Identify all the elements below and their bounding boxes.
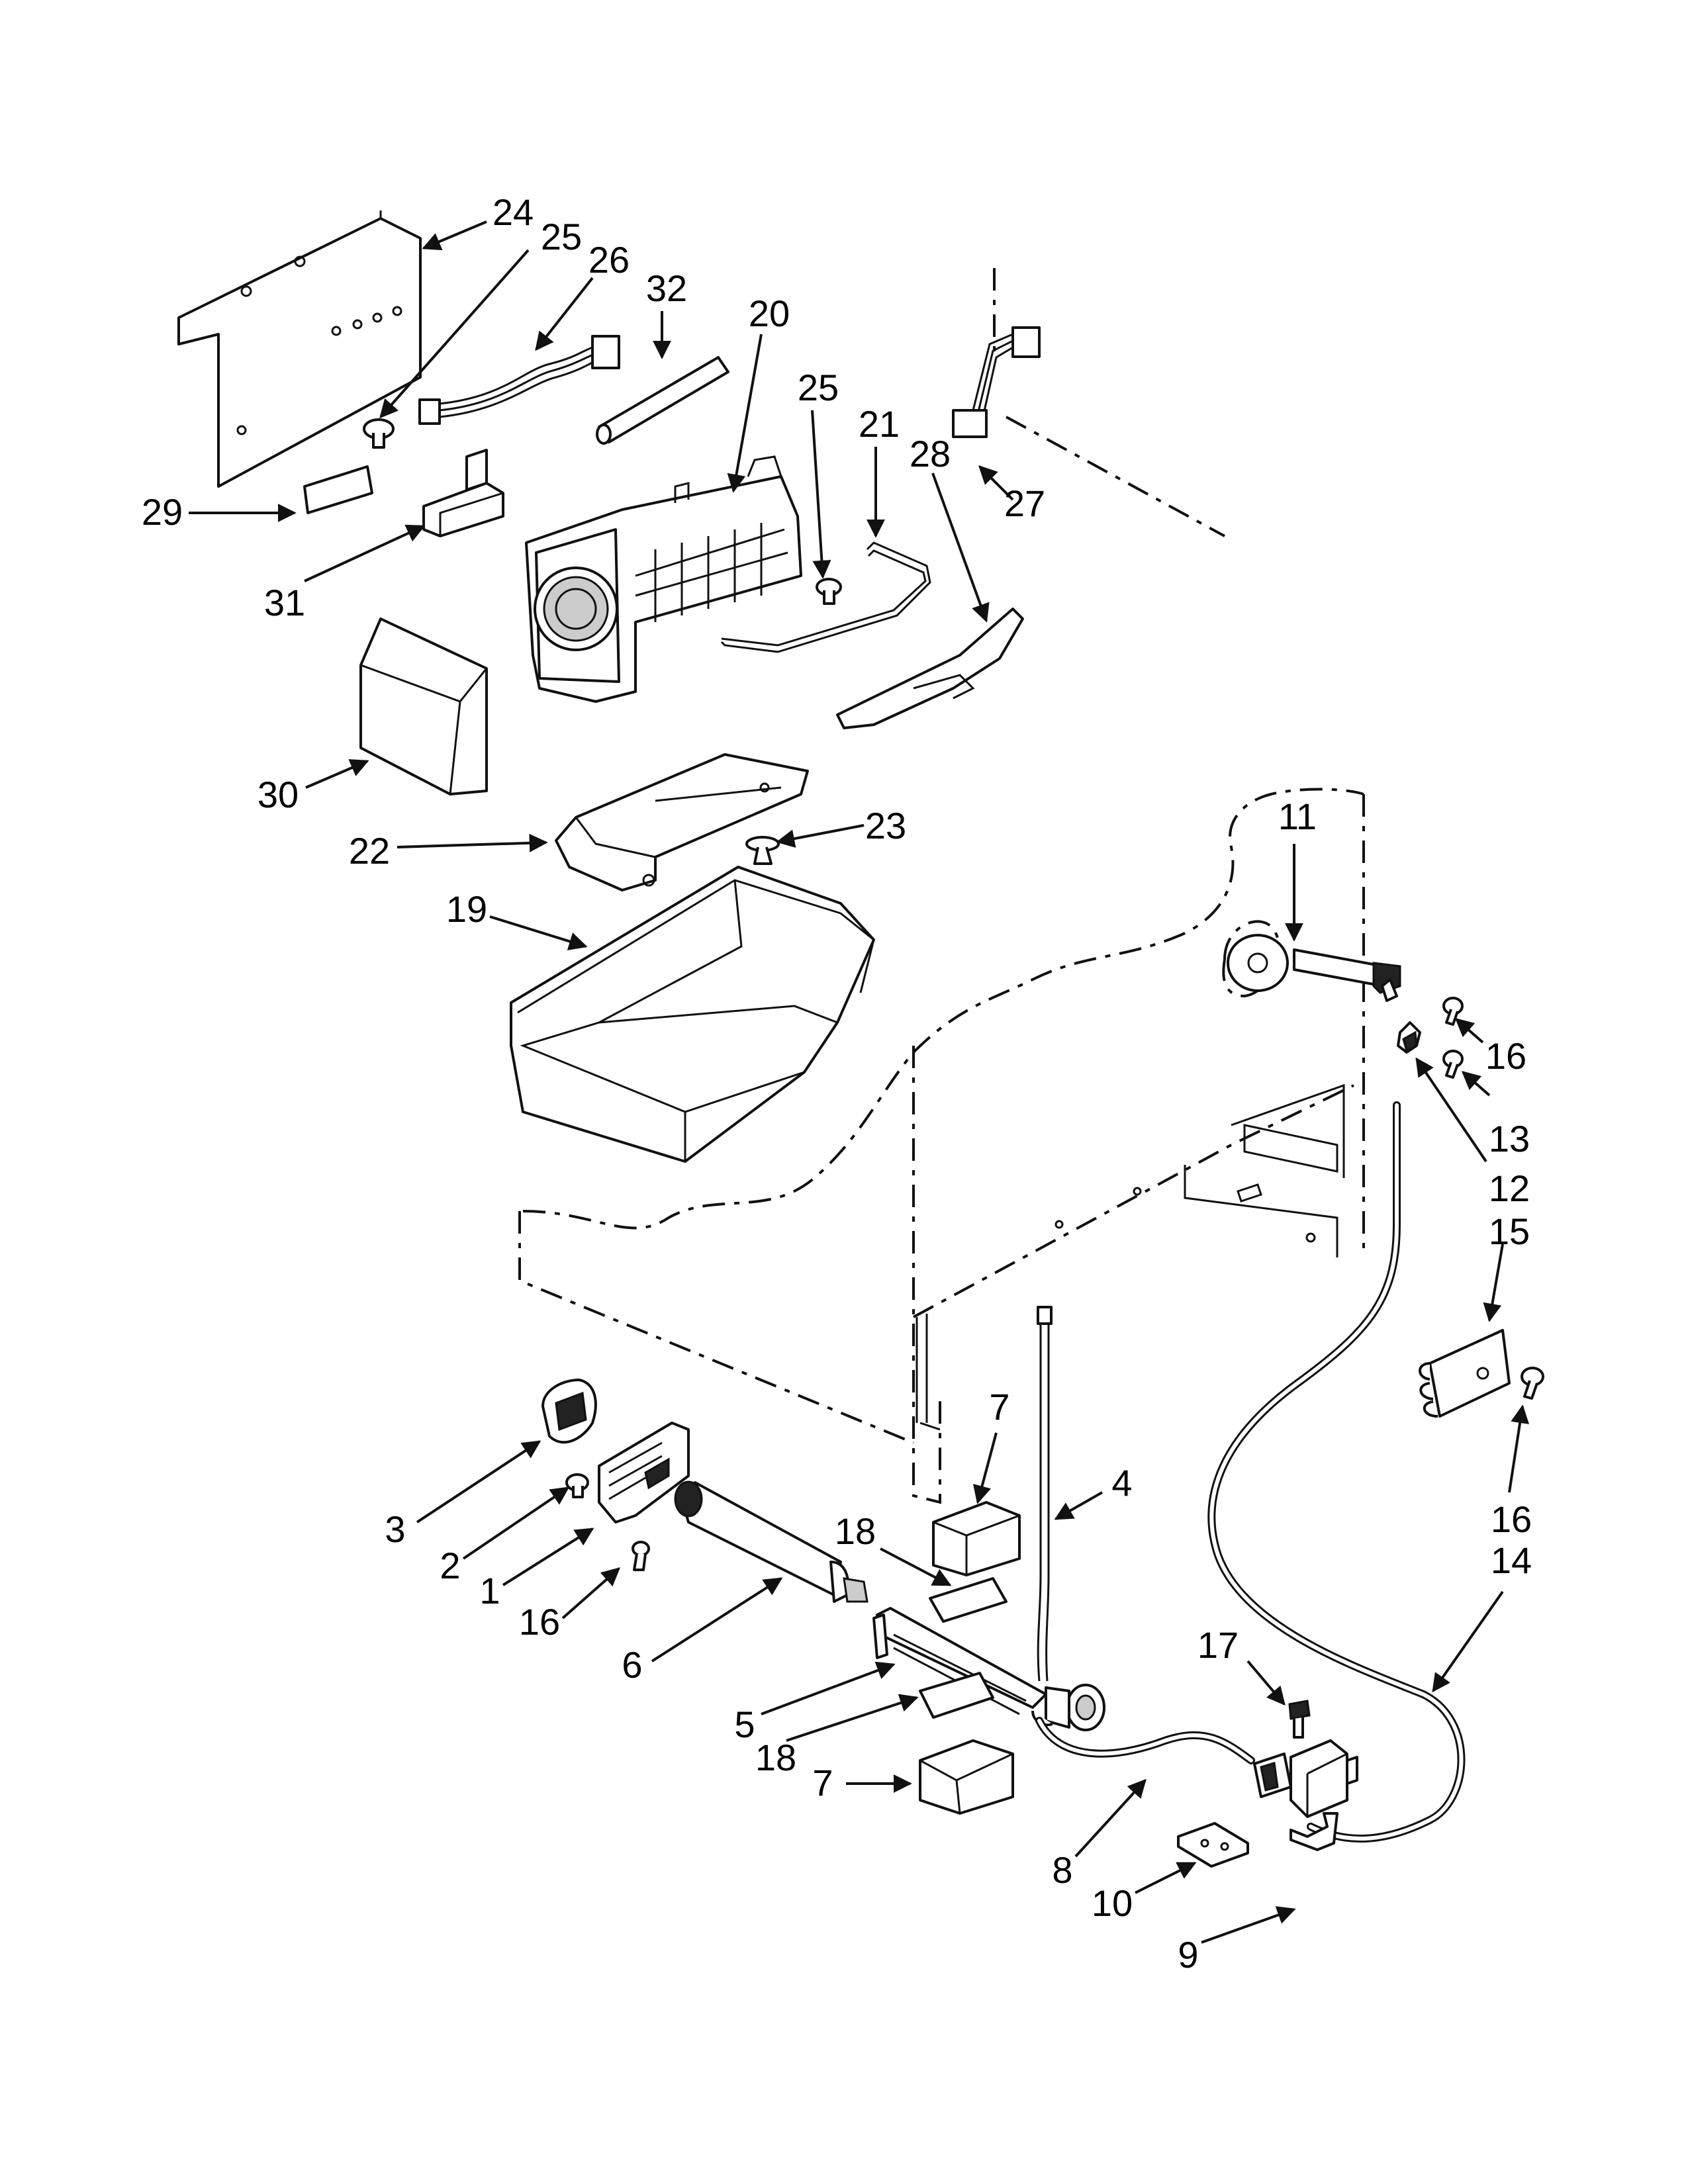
callout-4: 4 xyxy=(1111,1462,1132,1504)
part-28-cover xyxy=(836,608,1024,729)
callout-29: 29 xyxy=(142,491,183,533)
callout-1: 1 xyxy=(479,1570,500,1612)
callout-3: 3 xyxy=(385,1508,405,1550)
part-18-pad-lower xyxy=(919,1672,994,1719)
part-17-screw xyxy=(1288,1700,1311,1739)
callout-21: 21 xyxy=(859,403,900,445)
part-6-water-filter xyxy=(674,1480,868,1603)
part-27-connector xyxy=(952,268,1225,537)
callout-11: 11 xyxy=(1278,796,1317,837)
leader-lines xyxy=(189,220,1530,1944)
callout-16-c: 16 xyxy=(519,1601,560,1643)
part-21-shutoff-arm xyxy=(720,541,931,653)
callout-8: 8 xyxy=(1052,1849,1072,1891)
part-2-knob xyxy=(565,1473,589,1498)
callout-28: 28 xyxy=(910,433,951,475)
part-10-bracket xyxy=(1177,1822,1249,1868)
callout-7-b: 7 xyxy=(812,1762,833,1803)
callout-13: 13 xyxy=(1489,1118,1530,1160)
callout-10: 10 xyxy=(1092,1882,1133,1924)
part-23-pin xyxy=(745,836,780,865)
part-25-screw-2 xyxy=(816,578,842,605)
callout-9: 9 xyxy=(1178,1934,1198,1976)
callout-19: 19 xyxy=(446,888,487,930)
part-7-foam-block-lower xyxy=(919,1739,1014,1815)
callout-16-b: 16 xyxy=(1491,1498,1532,1540)
part-3-filter-cap xyxy=(541,1379,597,1444)
callout-22: 22 xyxy=(349,830,390,872)
part-5-filter-housing xyxy=(872,1607,1105,1731)
callout-25-b: 25 xyxy=(798,367,839,408)
part-26-wire-harness xyxy=(418,335,620,425)
part-25-screw xyxy=(363,418,395,449)
callout-26: 26 xyxy=(588,239,630,281)
callout-18: 18 xyxy=(835,1510,876,1552)
part-22-bracket xyxy=(555,753,809,891)
callout-20: 20 xyxy=(749,293,790,334)
callout-17: 17 xyxy=(1197,1624,1239,1666)
callout-labels: 24 25 26 32 20 25 21 28 27 29 31 30 22 2… xyxy=(142,191,1532,1976)
callout-23: 23 xyxy=(865,805,906,846)
cabinet-cutaway xyxy=(518,788,1365,1504)
part-8-valve-tube xyxy=(1035,1717,1255,1764)
callout-27: 27 xyxy=(1004,482,1045,524)
callout-2: 2 xyxy=(440,1545,460,1586)
part-1-filter-bracket xyxy=(598,1422,690,1524)
callout-25: 25 xyxy=(541,216,582,257)
part-24-bracket-plate xyxy=(177,210,422,488)
part-30-box xyxy=(359,617,488,796)
callout-32: 32 xyxy=(646,267,687,309)
part-32-rod xyxy=(596,356,729,445)
part-16-screw-right xyxy=(1521,1367,1544,1400)
callout-7: 7 xyxy=(989,1386,1009,1428)
part-7-foam-block-upper xyxy=(932,1501,1021,1576)
part-31-clip xyxy=(422,449,504,537)
callout-5: 5 xyxy=(734,1704,755,1745)
part-19-ice-bucket xyxy=(510,866,875,1163)
part-14-water-tube xyxy=(1207,1101,1466,1843)
callout-16: 16 xyxy=(1485,1035,1526,1077)
part-16-pin-lower xyxy=(632,1541,650,1571)
part-16-screw-upper xyxy=(1442,997,1464,1026)
callout-15: 15 xyxy=(1489,1210,1530,1252)
water-valve xyxy=(1253,1739,1358,1818)
part-13-screw xyxy=(1442,1050,1464,1079)
callout-12: 12 xyxy=(1489,1167,1530,1209)
part-11-fill-tube xyxy=(1222,920,1401,1002)
part-4-supply-tube xyxy=(1037,1306,1053,1682)
part-20-ice-maker xyxy=(525,455,802,703)
callout-31: 31 xyxy=(264,582,305,623)
part-15-tube-clamp xyxy=(1419,1329,1511,1418)
callout-30: 30 xyxy=(258,774,299,815)
part-18-pad-upper xyxy=(929,1577,1008,1623)
callout-14: 14 xyxy=(1491,1539,1532,1581)
callout-18-b: 18 xyxy=(755,1737,796,1778)
callout-24: 24 xyxy=(492,191,534,233)
callout-6: 6 xyxy=(622,1644,642,1686)
part-29-label xyxy=(303,465,373,514)
part-9-valve-bracket xyxy=(1289,1812,1338,1851)
part-12-clip xyxy=(1397,1021,1421,1054)
